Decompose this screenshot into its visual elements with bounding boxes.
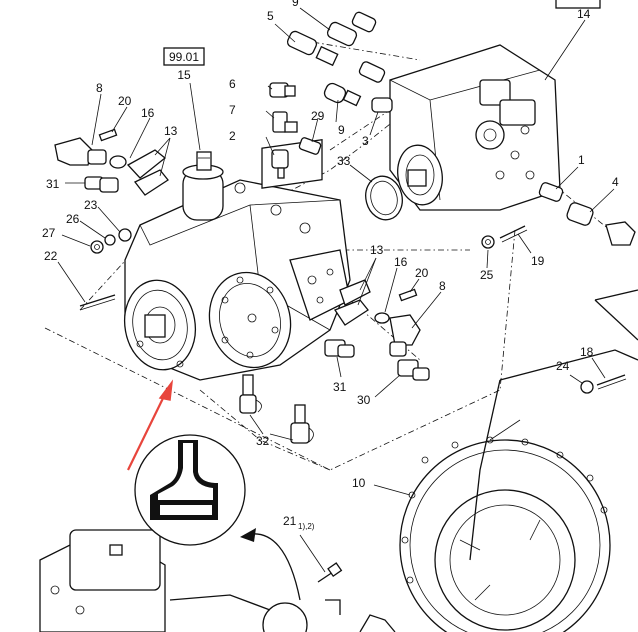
label-27: 27 xyxy=(42,226,56,240)
label-24: 24 xyxy=(556,359,570,373)
label-29: 29 xyxy=(311,109,325,123)
label-20: 20 xyxy=(118,94,132,108)
label-31: 31 xyxy=(46,177,60,191)
callout-arrows xyxy=(127,379,301,601)
label-19: 19 xyxy=(531,254,545,268)
label-2: 2 xyxy=(229,129,236,143)
label-14: 14 xyxy=(577,7,591,21)
detail-inset xyxy=(134,434,246,546)
control-valve-assembly xyxy=(389,44,561,211)
label-21: 21 xyxy=(283,514,297,528)
part-labels: 8 20 16 13 31 23 26 27 22 6 7 2 5 9 9 29… xyxy=(42,0,619,531)
label-9-top: 9 xyxy=(292,0,299,9)
label-22: 22 xyxy=(44,249,58,263)
label-3: 3 xyxy=(362,134,369,148)
fittings xyxy=(54,11,636,583)
label-10: 10 xyxy=(352,476,366,490)
label-13: 13 xyxy=(164,124,178,138)
label-16-right: 16 xyxy=(394,255,408,269)
label-16: 16 xyxy=(141,106,155,120)
label-8-right: 8 xyxy=(439,279,446,293)
label-6: 6 xyxy=(229,77,236,91)
label-1: 1 xyxy=(578,153,585,167)
label-20-right: 20 xyxy=(415,266,429,280)
reference-box: 99.01 15 xyxy=(163,47,205,151)
leader-lines xyxy=(57,7,615,573)
label-33: 33 xyxy=(337,154,351,168)
label-9: 9 xyxy=(338,123,345,137)
label-32: 32 xyxy=(256,434,270,448)
label-25: 25 xyxy=(480,268,494,282)
label-5: 5 xyxy=(267,9,274,23)
label-7: 7 xyxy=(229,103,236,117)
ref-code-label: 99.01 xyxy=(169,50,199,64)
ref-number-label: 15 xyxy=(177,68,191,82)
label-23: 23 xyxy=(84,198,98,212)
label-21-note: 1),2) xyxy=(298,522,315,531)
label-30: 30 xyxy=(357,393,371,407)
rotation-arrow xyxy=(244,533,301,601)
label-31-lower: 31 xyxy=(333,380,347,394)
label-4: 4 xyxy=(612,175,619,189)
label-18: 18 xyxy=(580,345,594,359)
flywheel-housing xyxy=(399,289,638,632)
engine-block-lower xyxy=(39,529,396,632)
label-26: 26 xyxy=(66,212,80,226)
main-pump-assembly xyxy=(124,139,351,444)
clipped-ref-box xyxy=(555,0,601,9)
red-arrow xyxy=(127,387,169,471)
label-8: 8 xyxy=(96,81,103,95)
label-13-right: 13 xyxy=(370,243,384,257)
